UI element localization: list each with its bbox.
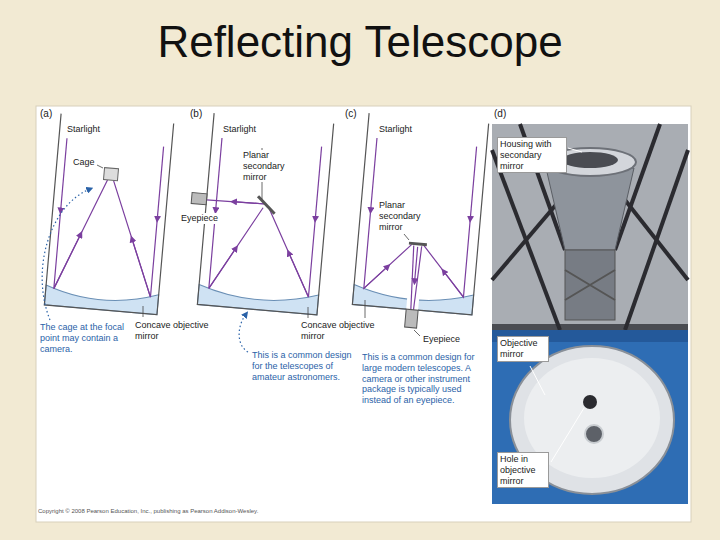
callout-pointer [239,314,248,352]
leader-line [308,307,309,318]
leader-line [414,330,420,336]
panel-letter: (b) [190,108,202,120]
light-ray [54,138,164,297]
light-ray [415,247,418,282]
observatory-photo [492,124,688,504]
panel-letter: (d) [494,108,506,120]
light-ray [104,180,161,297]
observatory-photo [565,270,615,300]
observatory-photo [492,124,688,330]
light-ray [157,147,163,220]
copyright-notice: Copyright © 2008 Pearson Education, Inc.… [38,508,258,515]
callout-pointer [42,189,90,320]
light-ray [209,246,236,290]
part-label: Planar secondary mirror [242,150,298,182]
observatory-photo [530,148,584,462]
light-ray [285,253,312,297]
light-ray [364,264,388,290]
leader-line [143,306,144,317]
observatory-photo [583,395,597,409]
light-ray [61,138,67,211]
photo-label: Housing with secondary mirror [497,137,567,173]
callout-note: The cage at the focal point may contain … [40,322,130,354]
light-ray [54,176,108,292]
observatory-photo [625,200,688,280]
light-ray [315,147,321,220]
light-ray [233,201,265,204]
observatory-photo [492,330,688,504]
ray-label: Starlight [66,124,101,135]
light-ray [371,138,377,211]
leader-line [404,234,409,240]
light-ray [362,138,477,322]
eyepiece [191,193,207,205]
observatory-photo [568,148,582,152]
part-label: Eyepiece [422,334,461,345]
light-ray [412,246,421,318]
leader-line [97,165,103,168]
telescope-a [44,114,173,315]
photo-label: Objective mirror [497,336,549,362]
light-ray [127,239,155,297]
photo-label: Hole in objective mirror [497,452,549,488]
panel-letter: (a) [40,108,52,120]
observatory-photo [562,152,618,168]
leader-line [365,300,366,318]
part-label: Concave objective mirror [134,320,214,342]
secondary-mirror [409,243,427,245]
secondary-mirror [257,196,276,214]
slide-title: Reflecting Telescope [0,20,720,64]
leader-line [97,148,420,336]
light-ray [442,271,466,297]
observatory-photo [585,425,603,443]
observatory-photo [492,124,688,504]
observatory-photo [565,250,615,320]
camera-cage [104,168,119,181]
panel-letter: (c) [345,108,357,120]
callout-note: This is a common design for the telescop… [252,350,356,382]
eyepiece [405,309,419,328]
light-ray [470,147,476,220]
light-ray [407,246,416,318]
observatory-photo [551,408,584,462]
tube [352,113,488,315]
observatory-photo [530,366,545,395]
light-ray [54,232,81,290]
ray-label: Starlight [378,124,413,135]
part-label: Concave objective mirror [300,320,380,342]
ray-label: Starlight [222,124,257,135]
part-label: Cage [72,157,96,168]
tube [44,114,173,315]
telescope-c [351,113,489,333]
callout-note: This is a common design for large modern… [362,352,488,406]
part-label: Planar secondary mirror [378,200,428,232]
part-label: Eyepiece [180,213,219,224]
light-ray [207,199,266,205]
light-ray [262,208,316,297]
observatory-photo [546,168,634,250]
light-ray [216,138,222,211]
white-panel [36,106,691,522]
observatory-photo [625,150,688,330]
